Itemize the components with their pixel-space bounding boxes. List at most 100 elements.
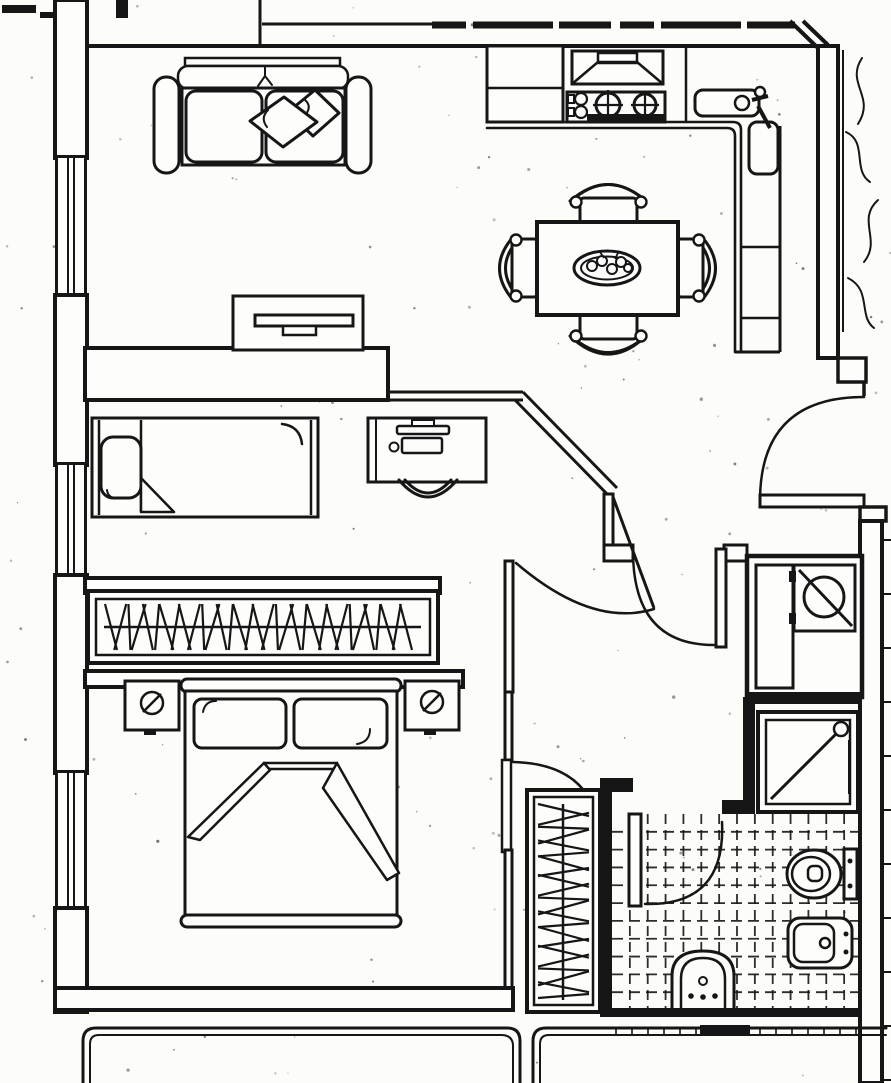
hall-wardrobe-hangers-stroke (537, 866, 590, 878)
shower-slash (769, 732, 838, 801)
scan-noise-dot (880, 320, 884, 324)
scan-noise-dot (428, 824, 432, 828)
hall-door-arc (631, 549, 716, 647)
counter-edge-outer (485, 120, 743, 354)
scan-noise-dot (717, 415, 719, 417)
tree-branch-2 (845, 131, 871, 183)
scan-noise-dot (44, 928, 46, 930)
scan-noise-dot (536, 1061, 538, 1064)
scan-noise-dot (580, 387, 583, 389)
scan-noise-dot (352, 527, 355, 530)
corridor-wall (743, 697, 755, 814)
scan-noise-dot (150, 124, 152, 127)
scan-noise-dot (801, 267, 805, 271)
master-right-wall-lower (503, 848, 514, 994)
scan-noise-dot (119, 138, 122, 141)
scan-noise-dot (428, 736, 432, 740)
scan-noise-dot (679, 851, 683, 855)
wardrobe-hangers-stroke (334, 603, 349, 651)
terrace-right-outline (531, 1026, 888, 1083)
wardrobe-hangers-stroke (170, 603, 181, 651)
scan-smudge-1 (2, 5, 36, 13)
bidet-basin (792, 922, 836, 964)
desk-shelf-cap (411, 419, 435, 427)
scan-noise-dot (776, 99, 779, 102)
bidet-dot-2 (843, 949, 849, 955)
terrace-left-outline (81, 1026, 522, 1083)
toilet-tank-dot-1 (847, 858, 853, 864)
terrace-left-inner (89, 1034, 514, 1083)
left-wall-mid2 (53, 573, 89, 775)
scan-noise-dot (691, 868, 695, 872)
scan-noise-dot (413, 307, 416, 310)
hall-wardrobe-hangers-stroke (537, 925, 590, 943)
tree-branch-3 (863, 199, 879, 263)
stove-knob-sq-1 (567, 94, 575, 104)
scan-noise-dot (638, 358, 640, 361)
wardrobe-hangers-stroke (201, 603, 206, 651)
scan-noise-dot (682, 856, 686, 859)
wardrobe-hangers-stroke (379, 603, 396, 651)
tv-screen (253, 313, 355, 328)
scan-noise-dot (595, 137, 598, 140)
scan-noise-dot (144, 532, 147, 535)
dining-chair-top-back-inner (574, 183, 643, 199)
desk-shelf-bar (395, 424, 451, 436)
tv-stand (281, 324, 318, 337)
scan-noise-dot (352, 7, 354, 9)
closet-hinge-2 (789, 613, 796, 624)
scan-noise-dot (689, 134, 692, 137)
entry-jamb-step (836, 356, 868, 384)
hall-wardrobe-hangers-stroke (537, 937, 590, 948)
scan-noise-dot (448, 114, 450, 116)
fruit-5 (623, 263, 633, 273)
bedroom1-door-arc (514, 561, 656, 615)
bath-sink-dot-2 (700, 994, 706, 1000)
entry-hinge-wall (858, 505, 888, 523)
scan-noise-dot (593, 568, 596, 571)
master-blanket-fold-left (186, 761, 272, 842)
wardrobe-hangers-stroke (363, 603, 376, 651)
diagonal-wall-inner (513, 398, 611, 498)
wardrobe-hangers-stroke (391, 603, 402, 651)
single-bed-pillow (99, 435, 143, 500)
dining-chair-bottom-knob-r (634, 329, 648, 343)
toilet-tank (842, 847, 859, 901)
bath-sink-dot-3 (712, 993, 718, 999)
wardrobe-hangers-stroke (130, 603, 147, 651)
single-bed-blanket-fold (139, 476, 176, 514)
scan-noise-dot (32, 914, 36, 918)
scan-noise-dot (172, 1048, 175, 1051)
scan-noise-dot (765, 466, 769, 470)
fruit-1 (586, 260, 598, 272)
scan-noise-dot (489, 777, 493, 781)
scan-noise-dot (557, 343, 560, 345)
faucet-lever-1 (751, 94, 769, 102)
scan-noise-dot (712, 343, 717, 348)
scan-noise-dot (623, 737, 626, 739)
scan-noise-dot (30, 76, 34, 79)
hall-wardrobe-hangers-stroke (537, 896, 590, 901)
hall-wall-vertical (602, 492, 615, 549)
scan-noise-dot (759, 875, 762, 878)
wardrobe-hangers-stroke (289, 603, 302, 651)
fruit-4 (615, 256, 627, 268)
bath-door-arc (643, 820, 724, 906)
scan-noise-dot (643, 155, 646, 158)
scan-noise-dot (52, 245, 56, 248)
scan-noise-dot (632, 350, 635, 353)
closet-hinge-1 (789, 571, 796, 582)
scan-noise-dot (368, 245, 372, 249)
scan-noise-dot (467, 305, 471, 309)
bidet-drain (818, 936, 832, 950)
wardrobe-hangers-stroke (305, 603, 322, 651)
dining-chair-left-knob-t (509, 233, 523, 247)
scan-noise-dot (766, 417, 770, 421)
laundry-closet-door (754, 563, 795, 690)
scan-noise-dot (756, 78, 759, 81)
hall-wardrobe-hangers-stroke (537, 992, 590, 1000)
scan-noise-dot (415, 810, 418, 813)
fruit-3 (606, 263, 618, 275)
wardrobe-hangers-stroke (186, 603, 202, 651)
lamp-right-slash (422, 692, 442, 712)
